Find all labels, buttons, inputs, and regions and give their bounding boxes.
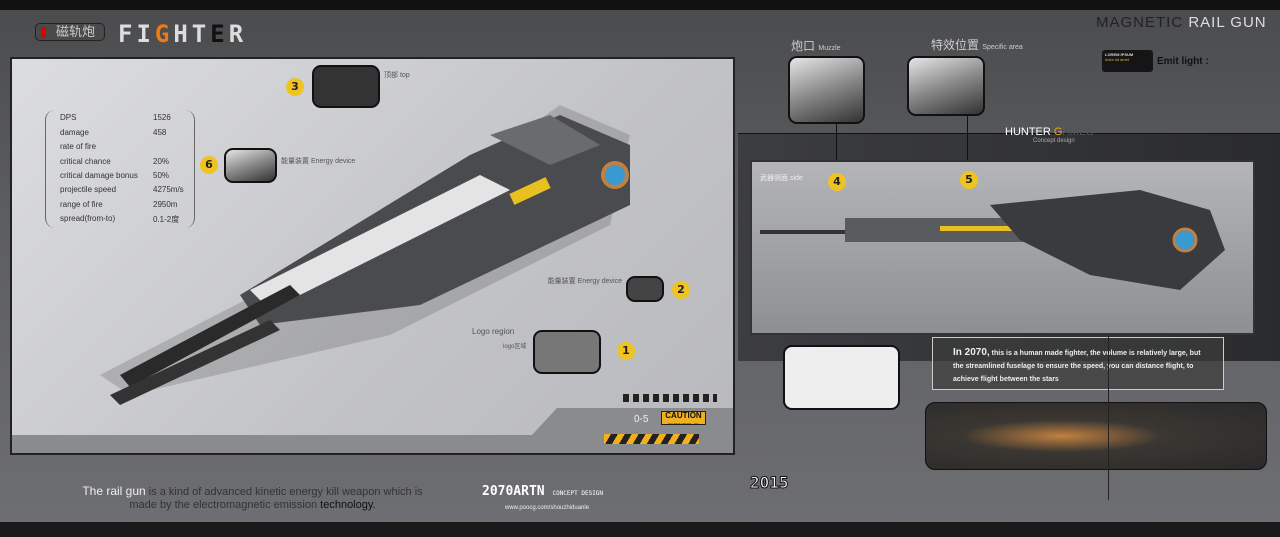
title-fighter: FIGHTER <box>118 20 248 48</box>
hazard-stripe <box>604 434 699 444</box>
railgun-render <box>100 105 630 405</box>
thumb-top[interactable] <box>312 65 380 108</box>
title-cn-badge: 磁轨炮 <box>35 23 105 41</box>
stat-row: spread(from-to)0.1-2度 <box>60 214 180 224</box>
thumb-muzzle[interactable] <box>788 56 865 124</box>
connector-line <box>836 124 837 162</box>
thumb-front-view[interactable] <box>783 345 900 410</box>
label-muzzle: 炮口 Muzzle <box>791 39 841 53</box>
badge-3: 3 <box>286 78 304 96</box>
muzzle-flash-panel <box>925 402 1267 470</box>
label-side: 武器侧面 side <box>760 175 803 182</box>
stat-row: rate of fire <box>60 142 97 151</box>
thumb-logo[interactable] <box>533 330 601 374</box>
label-logo-cn: logo区域 <box>503 344 527 350</box>
year-label: 2015 <box>750 473 790 493</box>
magnetic-rail-gun-title: MAGNETIC RAIL GUN <box>1096 14 1267 31</box>
title-cn: 磁轨炮 <box>56 24 96 39</box>
divider-line <box>1108 335 1109 500</box>
emit-light-label: Emit light : <box>1157 56 1209 67</box>
label-logo: Logo region <box>472 327 515 336</box>
brand-logo: 2070ARTN CONCEPT DESIGN <box>482 484 604 499</box>
badge-6: 6 <box>200 156 218 174</box>
thumb-specific[interactable] <box>907 56 985 116</box>
badge-1: 1 <box>617 342 635 360</box>
label-top: 顶部 top <box>384 72 410 79</box>
label-energy-6: 能量装置 Energy device <box>281 158 356 165</box>
badge-5: 5 <box>960 171 978 189</box>
footer-url: www.poocg.com/shouzhiduanle <box>505 505 590 511</box>
side-view-render <box>760 190 1225 290</box>
badge-4: 4 <box>828 173 846 191</box>
thumb-energy-6[interactable] <box>224 148 277 183</box>
thumb-energy-2[interactable] <box>626 276 664 302</box>
top-bar <box>0 0 1280 10</box>
description-box: In 2070, this is a human made fighter, t… <box>932 337 1224 390</box>
label-energy-2: 能量装置 Energy device <box>547 278 622 285</box>
footer-description: The rail gun is a kind of advanced kinet… <box>82 484 423 512</box>
connector-line <box>967 116 968 162</box>
range-label: 0-5 <box>634 414 649 425</box>
bottom-bar <box>0 522 1280 537</box>
badge-2: 2 <box>672 281 690 299</box>
chevron-arrows-icon <box>623 394 717 402</box>
label-specific: 特效位置 Specific area <box>931 38 1023 52</box>
